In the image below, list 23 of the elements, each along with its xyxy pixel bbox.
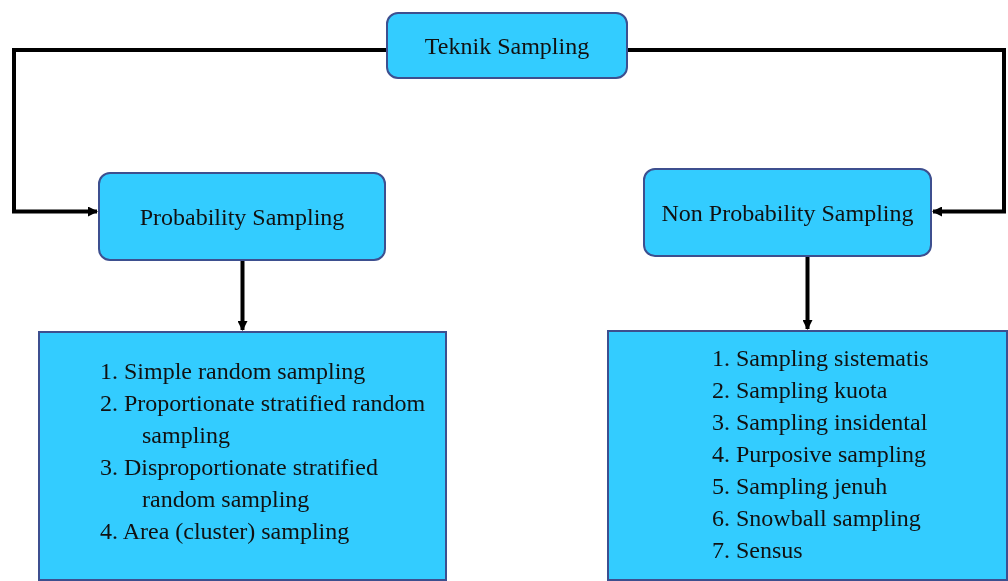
list-item: 2. Sampling kuota bbox=[712, 376, 889, 405]
list-item: 3. Disproportionate stratified random sampling bbox=[100, 453, 379, 514]
box-label: Teknik Sampling bbox=[424, 31, 590, 61]
list-item: 4. Purposive sampling bbox=[712, 440, 927, 469]
arrow bbox=[628, 48, 1006, 217]
list-item: 1. Simple random sampling bbox=[100, 357, 367, 386]
list-item: 2. Proportionate stratified random sampling bbox=[100, 389, 427, 450]
arrow bbox=[237, 261, 248, 331]
list-box bbox=[38, 331, 447, 581]
process-box bbox=[386, 12, 628, 79]
box-label: Probability Sampling bbox=[139, 202, 345, 232]
process-box bbox=[98, 172, 386, 261]
list-item: 5. Sampling jenuh bbox=[712, 472, 889, 501]
list-box bbox=[607, 330, 1008, 581]
arrow bbox=[802, 257, 813, 330]
box-label: Non Probability Sampling bbox=[661, 198, 914, 228]
list-item: 6. Snowball sampling bbox=[712, 504, 922, 533]
arrow bbox=[12, 48, 386, 217]
list-item: 4. Area (cluster) sampling bbox=[100, 517, 351, 546]
process-box bbox=[643, 168, 932, 257]
list-item: 3. Sampling insidental bbox=[712, 408, 929, 437]
list-item: 7. Sensus bbox=[712, 536, 804, 565]
list-item: 1. Sampling sistematis bbox=[712, 344, 930, 373]
